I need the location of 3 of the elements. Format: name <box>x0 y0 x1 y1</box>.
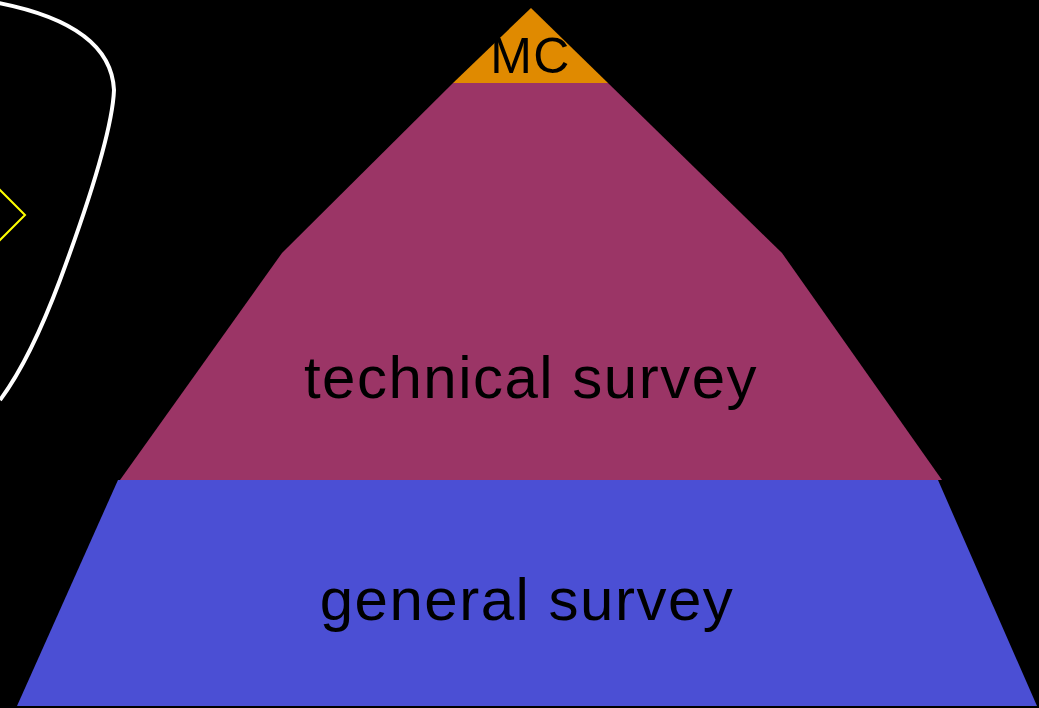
tier-label: technical survey <box>303 348 759 408</box>
tier-label: MC <box>490 31 571 81</box>
tier-label: general survey <box>319 570 735 630</box>
